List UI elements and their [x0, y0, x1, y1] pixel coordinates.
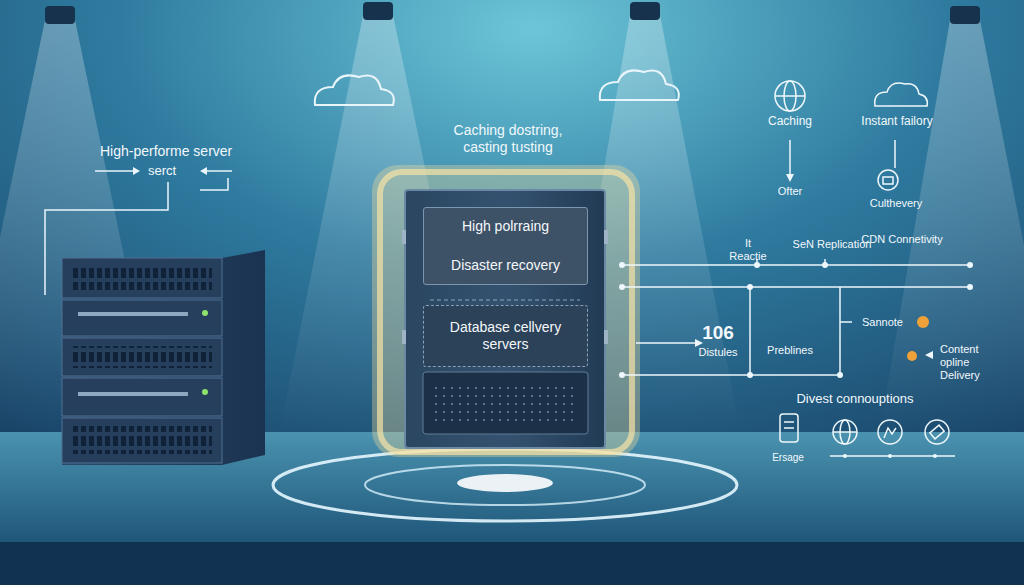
panel-text: Disaster recovery	[451, 257, 560, 275]
part-label: High-performe server	[100, 143, 232, 160]
line-label: Sannote	[862, 316, 903, 329]
server-panel: Database cellvery servers	[423, 305, 588, 367]
icon-label: Ersage	[772, 452, 804, 464]
icon-label: Caching	[768, 114, 812, 128]
line-label: CDN Connetivity	[861, 233, 942, 246]
server-panel: High polrraingDisaster recovery	[423, 207, 588, 285]
line-label: It Reactie	[728, 237, 768, 263]
line-label: Content opline Delivery	[940, 343, 1010, 383]
line-label: Preblines	[767, 344, 813, 357]
line-label: Distules	[698, 346, 737, 359]
icon-label: Culthevery	[870, 197, 923, 210]
icon-label: Ofter	[778, 185, 802, 198]
part-label: serct	[148, 163, 176, 179]
icon-label: Instant failory	[861, 114, 932, 128]
panel-text: High polrraing	[462, 218, 549, 236]
callout-number: 106	[702, 322, 734, 345]
line-label: SeN Replication	[793, 238, 872, 251]
caption-text: Caching dostring, casting tusting	[433, 122, 583, 156]
panel-text: Database cellvery servers	[432, 319, 579, 354]
section-label: Divest connouptions	[796, 391, 913, 407]
